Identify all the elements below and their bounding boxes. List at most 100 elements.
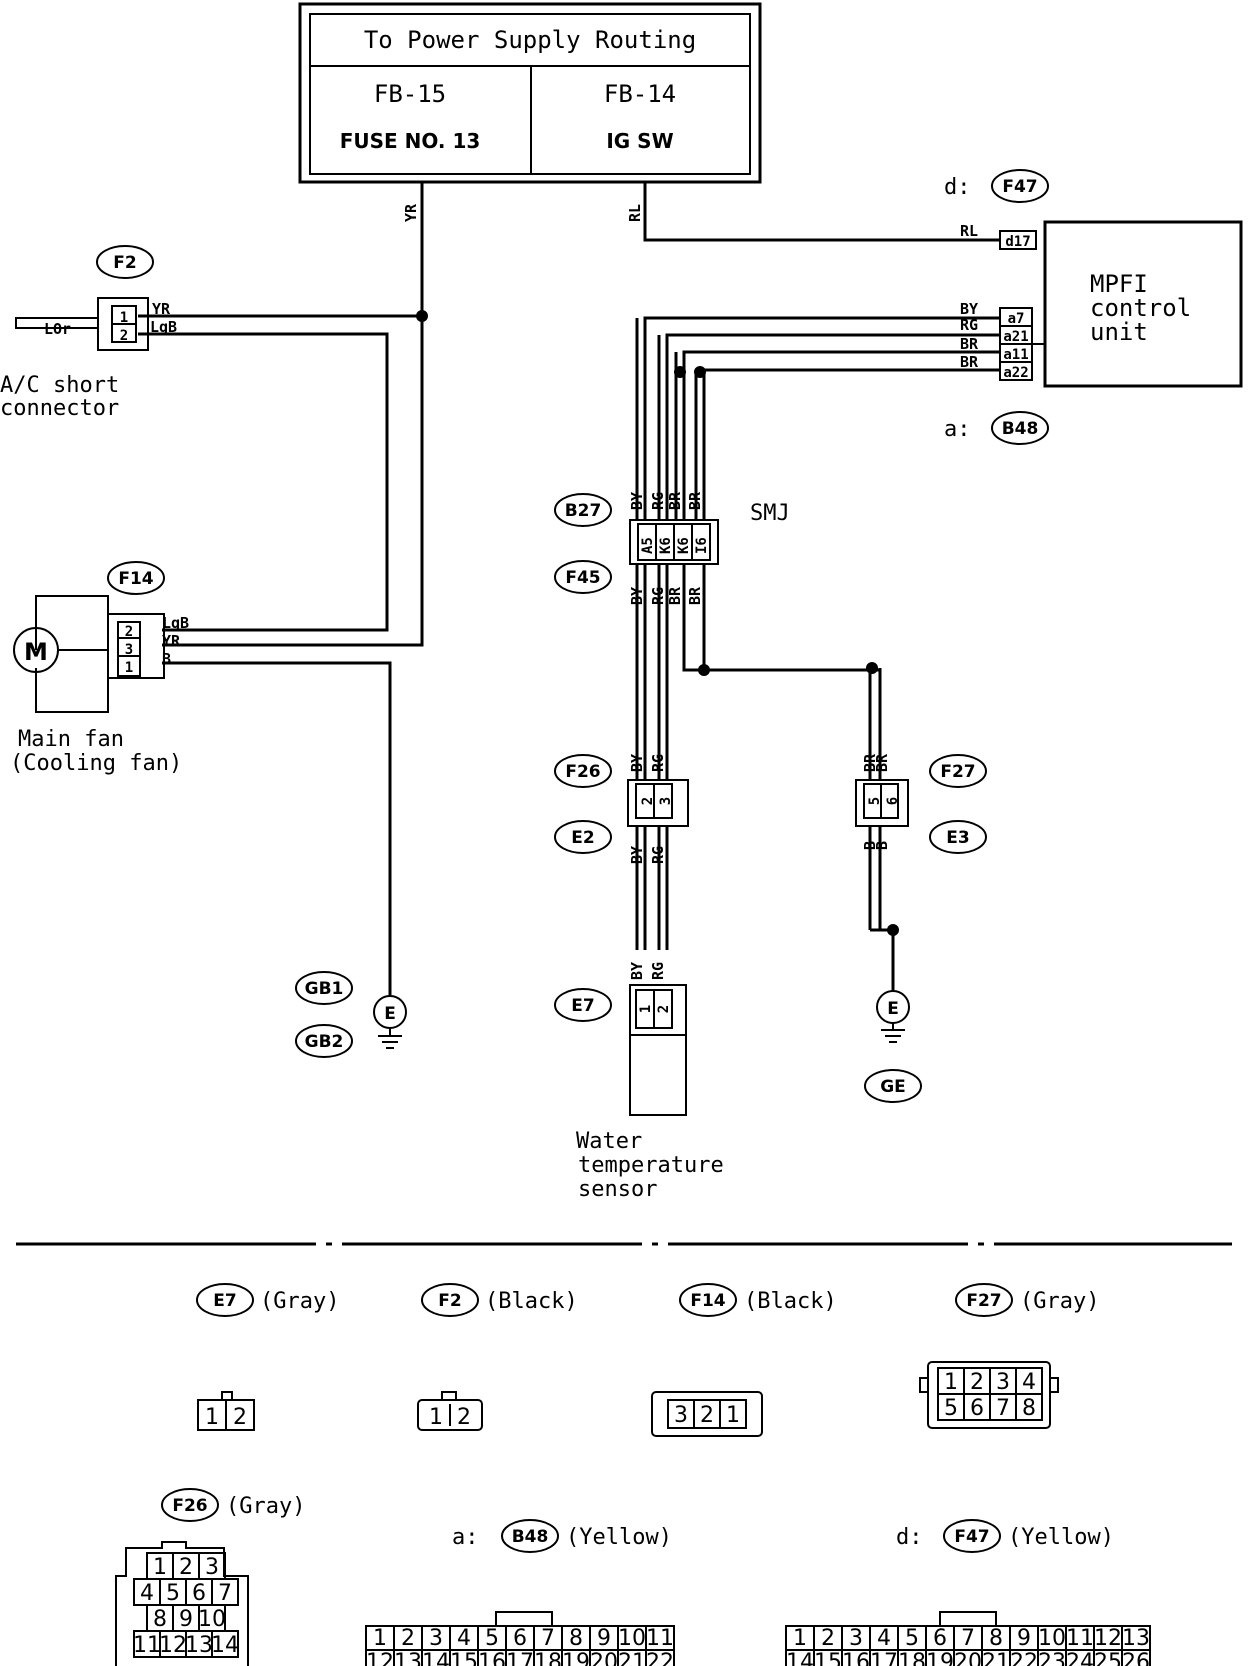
ac-short-label: A/C short — [0, 373, 119, 398]
pin-number: 3 — [996, 1370, 1010, 1395]
tag-f2: F2 — [113, 253, 136, 273]
svg-text:a22: a22 — [1003, 365, 1028, 381]
tag-gb1: GB1 — [305, 979, 344, 999]
svg-text:RG: RG — [649, 587, 667, 605]
svg-text:a:: a: — [452, 1525, 479, 1550]
svg-text:RL: RL — [960, 222, 978, 240]
pin-number: 2 — [821, 1626, 835, 1651]
svg-text:2: 2 — [656, 1005, 672, 1013]
pin-number: 21 — [618, 1650, 646, 1666]
pin-number: 13 — [394, 1650, 422, 1666]
svg-text:a:: a: — [944, 417, 971, 442]
svg-text:control: control — [1090, 294, 1191, 322]
svg-text:2: 2 — [457, 1405, 471, 1430]
tag-ge: GE — [880, 1077, 906, 1097]
svg-text:5: 5 — [867, 797, 883, 805]
pin-number: 11 — [1066, 1626, 1094, 1651]
svg-text:(Yellow): (Yellow) — [1008, 1525, 1114, 1550]
pin-number: 3 — [429, 1626, 443, 1651]
svg-text:LgB: LgB — [162, 614, 189, 632]
svg-text:F27: F27 — [966, 1291, 1001, 1311]
pin-number: 16 — [478, 1650, 506, 1666]
svg-text:BR: BR — [861, 753, 879, 772]
svg-text:(Yellow): (Yellow) — [566, 1525, 672, 1550]
pin-number: 6 — [192, 1581, 206, 1606]
pin-number: 4 — [140, 1581, 154, 1606]
pin-number: 25 — [1094, 1650, 1122, 1666]
tag-f27: F27 — [940, 762, 975, 782]
svg-text:2: 2 — [233, 1405, 247, 1430]
ground-gb: E — [373, 985, 407, 1049]
svg-text:K6: K6 — [676, 537, 692, 554]
ground-ge: E — [876, 990, 910, 1043]
svg-text:(Gray): (Gray) — [1020, 1289, 1099, 1314]
svg-text:BR: BR — [686, 491, 704, 510]
svg-text:MPFI: MPFI — [1090, 270, 1148, 298]
ig-sw-label: IG SW — [606, 129, 673, 153]
svg-text:E: E — [384, 1004, 396, 1024]
power-supply-box: To Power Supply Routing FB-15 FUSE NO. 1… — [298, 2, 762, 184]
svg-text:unit: unit — [1090, 318, 1148, 346]
pin-number: 5 — [944, 1396, 958, 1421]
tag-e7: E7 — [571, 996, 594, 1016]
svg-text:M: M — [24, 638, 48, 666]
svg-text:1: 1 — [120, 310, 128, 326]
pin-cell — [211, 1630, 239, 1658]
smj-label: SMJ — [750, 501, 790, 526]
pin-number: 3 — [849, 1626, 863, 1651]
main-fan-label: Main fan — [18, 727, 124, 752]
pin-number: 22 — [646, 1650, 674, 1666]
pin-number: 23 — [1038, 1650, 1066, 1666]
pin-number: 7 — [218, 1581, 232, 1606]
svg-text:(Gray): (Gray) — [260, 1289, 339, 1314]
water-sensor-label: Water — [576, 1129, 642, 1154]
svg-text:BR: BR — [873, 753, 891, 772]
f2-connector: 1 2 A/C short connector — [0, 297, 149, 421]
pin-number: 10 — [1038, 1626, 1066, 1651]
main-fan: 2 3 1 M Main fan (Cooling fan) — [10, 595, 182, 776]
svg-text:E: E — [887, 999, 899, 1019]
pin-number: 15 — [814, 1650, 842, 1666]
svg-text:RL: RL — [626, 204, 644, 222]
svg-text:BR: BR — [960, 353, 979, 371]
pin-number: 13 — [185, 1633, 213, 1658]
svg-text:(Cooling fan): (Cooling fan) — [10, 751, 182, 776]
pin-number: 1 — [153, 1555, 167, 1580]
tag-f47: F47 — [1002, 177, 1037, 197]
svg-text:B48: B48 — [512, 1527, 549, 1547]
svg-text:LOr: LOr — [44, 320, 71, 338]
pin-number: 8 — [989, 1626, 1003, 1651]
svg-text:F26: F26 — [172, 1496, 207, 1516]
pin-number: 2 — [970, 1370, 984, 1395]
svg-text:6: 6 — [885, 797, 901, 805]
fuse-label: FUSE NO. 13 — [340, 129, 481, 153]
svg-text:BR: BR — [960, 335, 979, 353]
connector-tags: F2 F14 d: F47 a: B48 B27 F45 F26 E2 F27 … — [96, 169, 1049, 1103]
pin-number: 18 — [534, 1650, 562, 1666]
pin-number: 6 — [513, 1626, 527, 1651]
svg-text:(Black): (Black) — [485, 1289, 578, 1314]
legend-f14-face: 3 2 1 — [651, 1391, 763, 1437]
svg-text:BY: BY — [628, 846, 646, 864]
pin-number: 1 — [793, 1626, 807, 1651]
pin-number: 8 — [153, 1607, 167, 1632]
pin-number: 7 — [996, 1396, 1010, 1421]
pin-number: 14 — [422, 1650, 450, 1666]
pin-number: 5 — [166, 1581, 180, 1606]
tag-gb2: GB2 — [305, 1032, 344, 1052]
svg-text:YR: YR — [402, 203, 420, 222]
svg-text:BR: BR — [666, 586, 684, 605]
pin-number: 20 — [590, 1650, 618, 1666]
svg-text:E7: E7 — [213, 1291, 236, 1311]
pin-number: 11 — [133, 1633, 161, 1658]
pin-number: 8 — [1022, 1396, 1036, 1421]
pin-number: 19 — [562, 1650, 590, 1666]
pin-number: 7 — [541, 1626, 555, 1651]
svg-text:(Gray): (Gray) — [226, 1494, 305, 1519]
svg-text:2: 2 — [640, 797, 656, 805]
svg-text:d17: d17 — [1005, 234, 1030, 250]
mpfi-control-unit: MPFI control unit d17 a7 a21 a11 a22 — [999, 220, 1243, 388]
svg-text:connector: connector — [0, 396, 119, 421]
